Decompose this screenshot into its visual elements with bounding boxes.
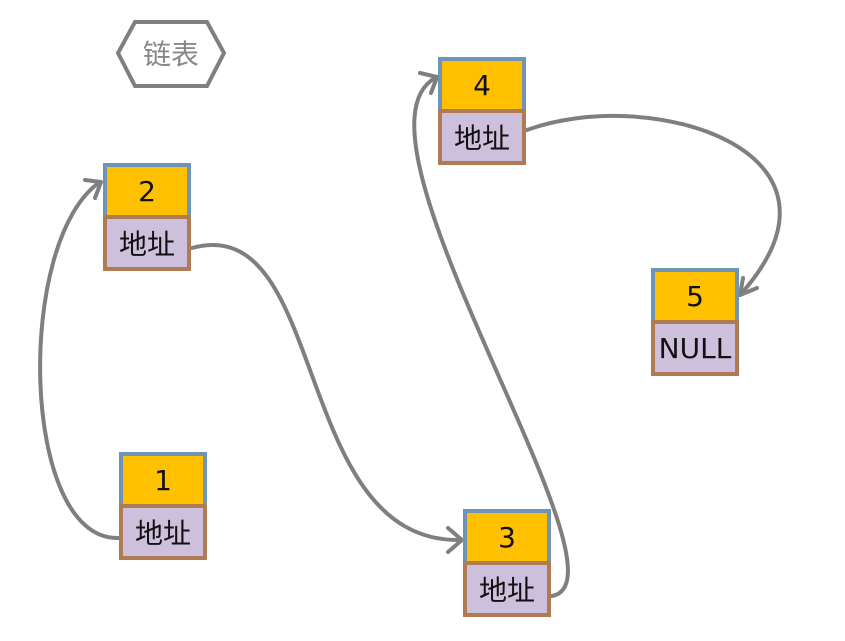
arrowhead-node3	[446, 526, 464, 554]
list-node-1: 1 地址	[119, 452, 207, 560]
node-pointer: 地址	[463, 561, 551, 617]
node-pointer: 地址	[119, 504, 207, 560]
node-value: 3	[463, 509, 551, 565]
node-pointer: 地址	[103, 215, 191, 271]
node-value: 5	[651, 268, 739, 324]
diagram-title: 链表	[142, 38, 199, 71]
arrow-node1-to-node2	[38, 180, 120, 541]
node-value: 2	[103, 163, 191, 219]
title-hexagon	[115, 20, 227, 88]
node-pointer: NULL	[651, 320, 739, 376]
node-value: 1	[119, 452, 207, 508]
arrow-node3-to-node4	[412, 75, 570, 598]
arrowhead-node5	[738, 276, 759, 297]
arrowhead-node4	[418, 71, 439, 95]
node-value: 4	[438, 57, 526, 113]
list-node-5: 5 NULL	[651, 268, 739, 376]
arrowhead-node2	[83, 178, 103, 200]
arrow-node2-to-node3	[190, 243, 464, 543]
arrow-node4-to-node5	[525, 113, 782, 297]
list-node-3: 3 地址	[463, 509, 551, 617]
list-node-4: 4 地址	[438, 57, 526, 165]
list-node-2: 2 地址	[103, 163, 191, 271]
node-pointer: 地址	[438, 109, 526, 165]
